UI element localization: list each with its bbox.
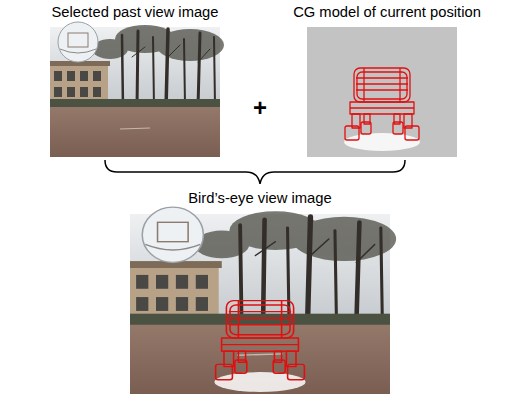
image-panel: Bird’s-eye view image [110,188,410,394]
image-caption: CG model of current position [262,2,512,22]
image-panel: CG model of current position [262,2,512,157]
illustration-part [214,301,305,392]
illustration-part [344,68,420,151]
birds-eye-photo [130,207,396,394]
cg-model-panel [307,27,457,157]
illustration-part [50,22,224,157]
plus-sign: + [244,94,276,122]
illustration-part [130,207,396,394]
illustration-part [307,27,457,157]
past-view-photo [50,22,224,157]
curly-brace [105,160,405,184]
image-panel: Selected past view image [20,2,250,157]
image-caption: Bird’s-eye view image [110,188,410,208]
image-caption: Selected past view image [20,2,250,22]
